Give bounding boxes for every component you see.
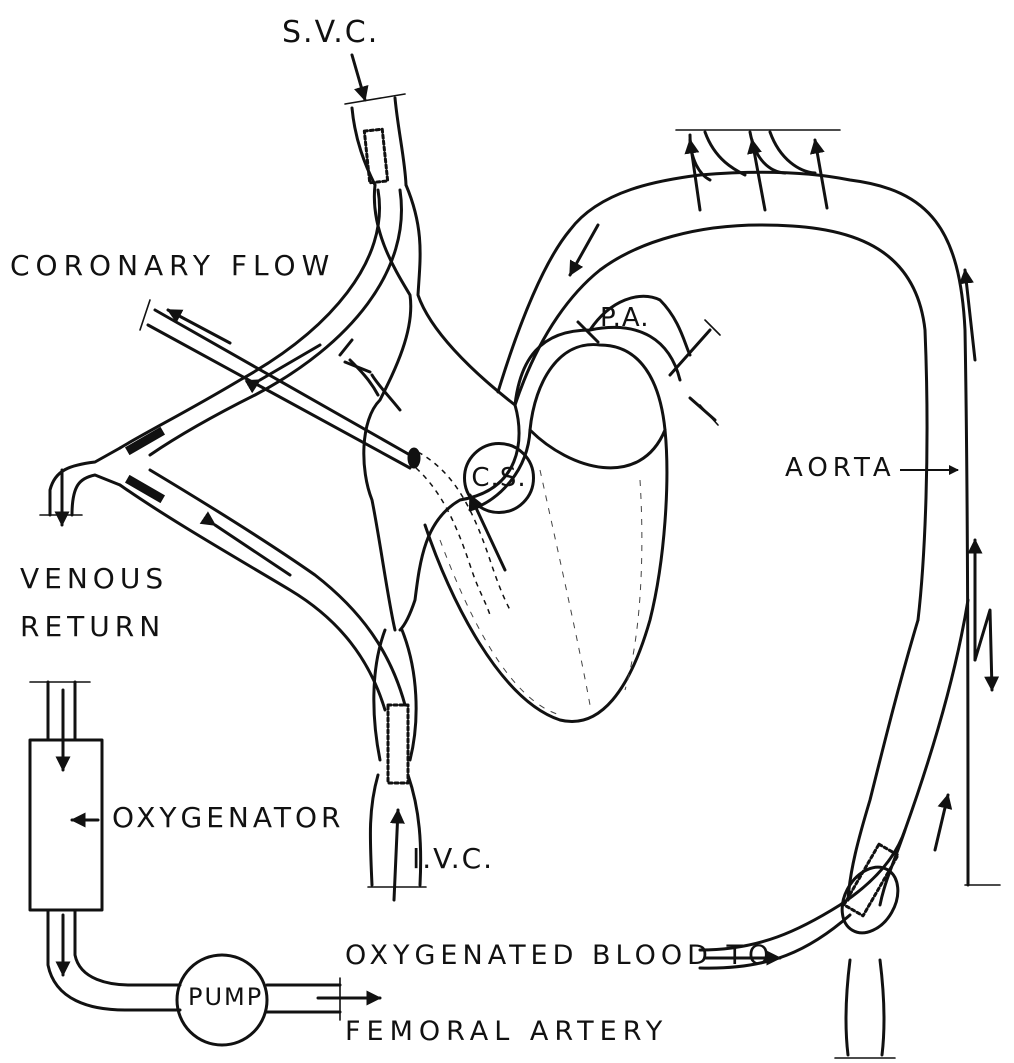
pump-label: PUMP <box>188 985 263 1009</box>
coronary-flow-label: CORONARY FLOW <box>10 252 335 280</box>
femoral-artery-label: FEMORAL ARTERY <box>345 1018 668 1045</box>
svc-label: S.V.C. <box>282 18 379 48</box>
oxygenated-blood-label: OXYGENATED BLOOD TO <box>345 942 774 969</box>
aorta <box>498 130 1000 905</box>
ivc-label: I.V.C. <box>412 845 494 873</box>
aorta-label: AORTA <box>785 455 896 481</box>
venous-return-label-line1: VENOUS <box>20 565 168 593</box>
cs-label: C.S. <box>471 465 526 491</box>
oxygenator-label: OXYGENATOR <box>112 804 344 832</box>
pa-label: P.A. <box>600 305 650 331</box>
venous-return-label-line2: RETURN <box>20 613 165 641</box>
heart <box>425 296 720 721</box>
svc-vessel <box>345 55 406 185</box>
cs-circle: C.S. <box>463 442 535 514</box>
